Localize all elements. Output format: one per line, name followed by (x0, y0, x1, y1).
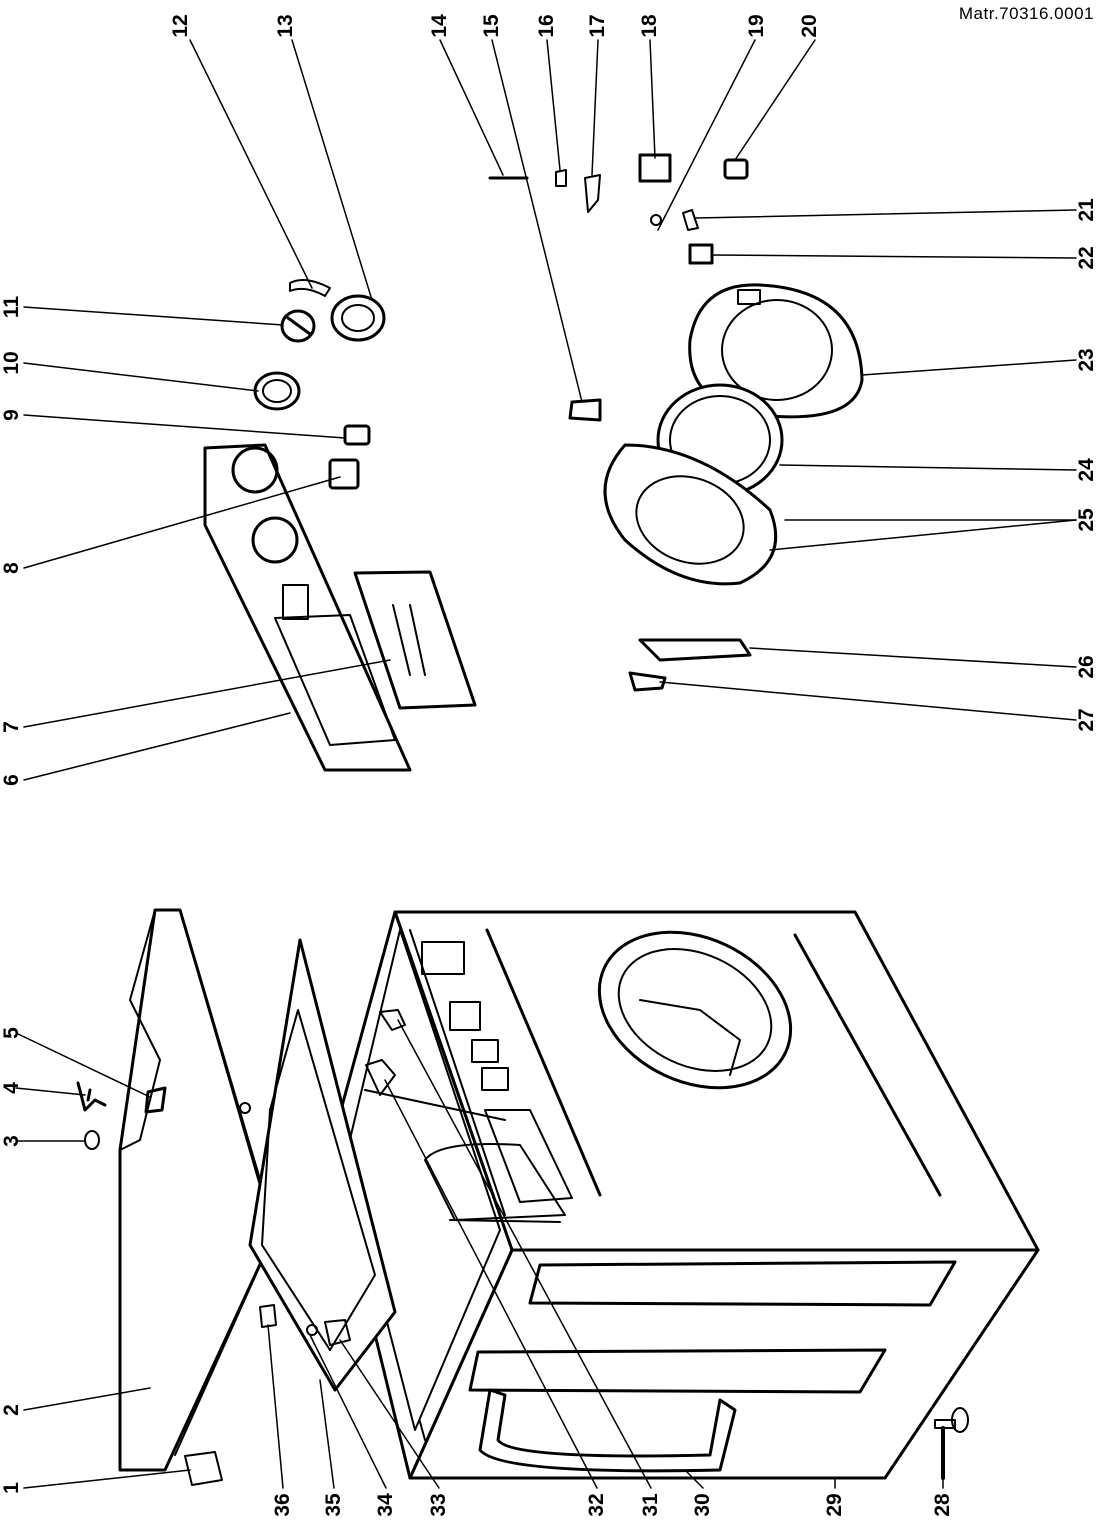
worktop-drawing (120, 910, 275, 1470)
callout-28: 28 (931, 1493, 954, 1517)
callout-21: 21 (1075, 198, 1098, 222)
callout-9: 9 (0, 409, 23, 421)
callout-29: 29 (823, 1493, 846, 1517)
callout-3: 3 (0, 1135, 23, 1147)
leader-lines (16, 40, 1076, 1488)
callout-22: 22 (1075, 246, 1098, 270)
callout-16: 16 (535, 14, 558, 38)
callout-32: 32 (585, 1493, 608, 1517)
callout-7: 7 (0, 721, 23, 733)
callout-31: 31 (639, 1493, 662, 1517)
callout-26: 26 (1075, 655, 1098, 679)
callout-25: 25 (1075, 508, 1098, 532)
callout-5: 5 (0, 1027, 23, 1039)
callout-4: 4 (0, 1082, 23, 1094)
callout-33: 33 (427, 1493, 450, 1517)
callout-17: 17 (586, 14, 609, 38)
callout-18: 18 (638, 14, 661, 38)
callout-12: 12 (169, 14, 192, 38)
callout-27: 27 (1075, 708, 1098, 732)
callout-30: 30 (691, 1493, 714, 1517)
callout-19: 19 (745, 14, 768, 38)
callout-6: 6 (0, 774, 23, 786)
callout-20: 20 (798, 14, 821, 38)
callout-15: 15 (480, 14, 503, 38)
knobs-drawing (255, 280, 384, 409)
callout-11: 11 (0, 295, 23, 319)
callout-34: 34 (374, 1493, 397, 1517)
cabinet-drawing (330, 902, 1038, 1478)
drawing-number: Matr.70316.0001 (958, 4, 1094, 23)
callout-36: 36 (271, 1493, 294, 1517)
callout-2: 2 (0, 1404, 23, 1416)
callout-35: 35 (322, 1493, 345, 1517)
callout-24: 24 (1075, 458, 1098, 482)
callout-23: 23 (1075, 348, 1098, 372)
control-panel-drawing (205, 426, 475, 770)
top-lid-drawing (240, 940, 395, 1390)
handle-drawing (480, 1390, 735, 1471)
door-parts-drawing (490, 155, 862, 690)
callout-13: 13 (274, 14, 297, 38)
callout-14: 14 (428, 14, 451, 38)
callout-10: 10 (0, 351, 23, 375)
callout-1: 1 (0, 1482, 23, 1494)
callout-8: 8 (0, 562, 23, 574)
